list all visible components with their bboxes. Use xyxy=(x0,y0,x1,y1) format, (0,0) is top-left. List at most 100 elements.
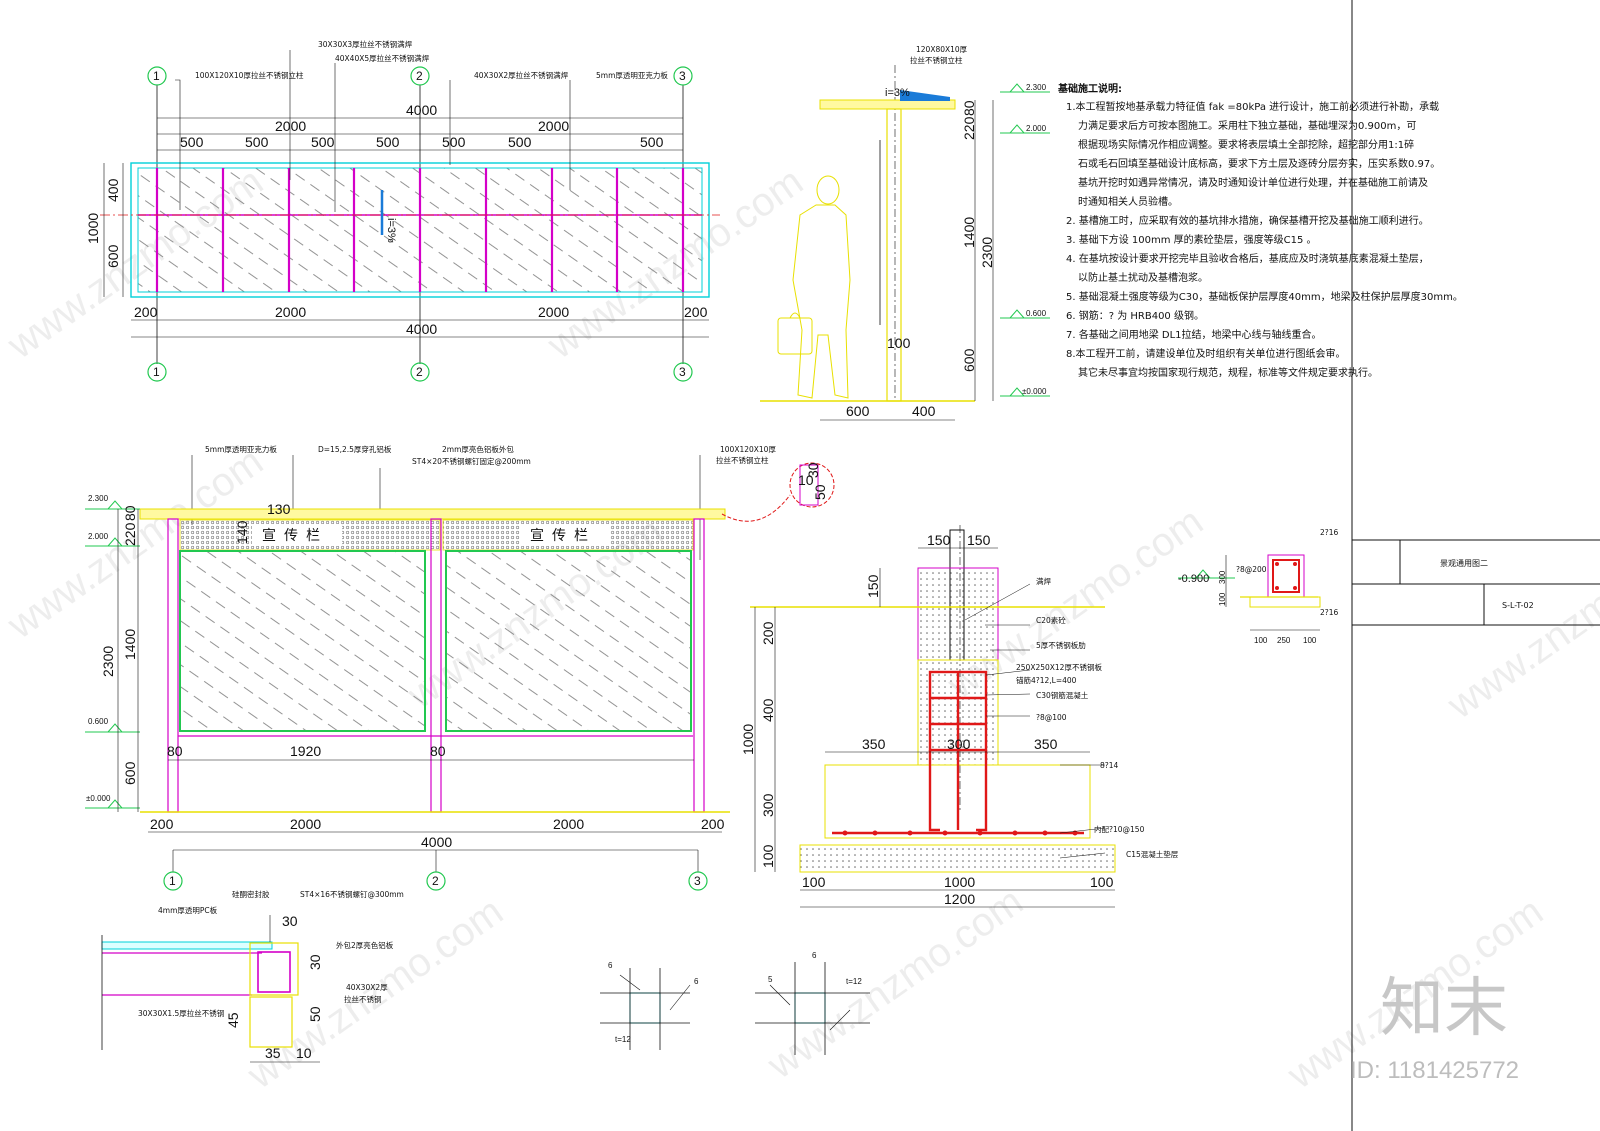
dim-total: 4000 xyxy=(406,321,437,337)
note-line: 其它未尽事宜均按国家现行规范，规程，标准等文件规定要求执行。 xyxy=(1078,366,1378,379)
dim: 150 xyxy=(865,574,881,598)
person-figure xyxy=(777,175,851,399)
slope-label: i=3% xyxy=(385,218,397,243)
dim: 350 xyxy=(862,736,886,752)
dim: 1000 xyxy=(740,724,756,755)
dim: 2000 xyxy=(553,816,584,832)
dim: 30 xyxy=(282,913,298,929)
elev-label: 5mm厚透明亚克力板 xyxy=(205,444,277,454)
dim: 100 xyxy=(802,874,826,890)
note-line: 8.本工程开工前，请建设单位及时组织有关单位进行图纸会审。 xyxy=(1066,347,1346,360)
weld-detail-b: 6 5 t=12 xyxy=(755,951,870,1055)
dim: 100 xyxy=(887,335,911,351)
dim: 80 xyxy=(167,743,183,759)
elev-label: 拉丝不锈钢立柱 xyxy=(716,455,769,465)
dim: 140 xyxy=(234,520,250,544)
foundation-label: C20素砼 xyxy=(1036,615,1066,625)
dim: 220 xyxy=(122,522,138,546)
dim: 600 xyxy=(961,348,977,372)
dim: 200 xyxy=(701,816,725,832)
weld-size: 6 xyxy=(812,951,817,960)
foundation-label: 250X250X12厚不锈钢板 xyxy=(1016,662,1102,672)
plan-view: 1 2 3 1 2 3 i=3% xyxy=(85,39,720,382)
dim: 130 xyxy=(267,501,291,517)
foundation-label: C15混凝土垫层 xyxy=(1126,849,1179,859)
note-line: 1.本工程暂按地基承载力特征值 fak =80kPa 进行设计，施工前必须进行补… xyxy=(1066,100,1439,113)
title-block: 景观通用图二 S-L-T-02 知末 ID: 1181425772 xyxy=(1350,0,1600,1131)
grid-label: 2 xyxy=(416,69,423,83)
detail-label: 硅酮密封胶 xyxy=(232,889,270,899)
level-mark: 2.000 xyxy=(1026,124,1047,133)
grid-label: 2 xyxy=(416,365,423,379)
detail-label: 4mm厚透明PC板 xyxy=(158,905,218,915)
level-mark: 2.300 xyxy=(1026,83,1047,92)
weld-detail-a: 6 6 t=12 xyxy=(600,961,699,1050)
dim: 350 xyxy=(1034,736,1058,752)
dim: 600 xyxy=(846,403,870,419)
elev-label: 100X120X10厚 xyxy=(720,445,776,454)
dim: 35 xyxy=(265,1045,281,1061)
dim: 2000 xyxy=(275,118,306,134)
foundation-label: 满焊 xyxy=(1036,576,1052,586)
dim: 80 xyxy=(122,505,138,521)
side-section: 120X80X10厚 拉丝不锈钢立柱 i=3% 2.300 2.000 0.60… xyxy=(760,45,1050,421)
dim: 2300 xyxy=(100,646,116,677)
dim: 150 xyxy=(967,532,991,548)
level-mark: ±0.000 xyxy=(86,794,111,803)
dim: 2000 xyxy=(275,304,306,320)
note-line: 根据现场实际情况作相应调整。要求将表层填土全部挖除，超挖部分用1:1碎 xyxy=(1078,138,1414,151)
beam-label: 2?16 xyxy=(1320,528,1339,537)
side-label: 120X80X10厚 xyxy=(916,45,968,54)
grid-label: 1 xyxy=(169,874,176,888)
dim: 1400 xyxy=(961,217,977,248)
dim-total: 1200 xyxy=(944,891,975,907)
ground-beam-section: -0.900 2?16 ?8@200 2?16 300 100 100 250 … xyxy=(1178,528,1339,645)
foundation-label: 8?14 xyxy=(1100,761,1119,770)
note-line: 基坑开挖时如遇异常情况，请及时通知设计单位进行处理，并在基础施工前请及 xyxy=(1078,176,1428,189)
edge-detail: 硅酮密封胶 ST4×16不锈钢螺钉@300mm 4mm厚透明PC板 外包2厚亮色… xyxy=(101,889,404,1063)
elev-label: D=15,2.5厚穿孔铝板 xyxy=(318,444,392,454)
plate-thickness: t=12 xyxy=(615,1035,631,1044)
dim: 500 xyxy=(640,134,664,150)
note-line: 以防止基土扰动及基槽泡浆。 xyxy=(1078,271,1208,284)
dim: 250 xyxy=(1277,636,1291,645)
note-line: 5. 基础混凝土强度等级为C30，基础板保护层厚度40mm，地梁及柱保护层厚度3… xyxy=(1066,290,1463,303)
dim: 500 xyxy=(311,134,335,150)
note-line: 力满足要求后方可按本图施工。采用柱下独立基础，基础埋深为0.900m，可 xyxy=(1078,119,1416,132)
foundation-label: 锚筋4?12,L=400 xyxy=(1016,675,1077,685)
grid-label: 2 xyxy=(432,874,439,888)
plan-label: 100X120X10厚拉丝不锈钢立柱 xyxy=(195,70,304,80)
plan-label: 40X40X5厚拉丝不锈钢满焊 xyxy=(335,53,430,63)
dim: 45 xyxy=(225,1012,241,1028)
dim: 80 xyxy=(961,100,977,116)
dim: 400 xyxy=(912,403,936,419)
dim: 150 xyxy=(927,532,951,548)
dim: 100 xyxy=(1303,636,1317,645)
dim: 30 xyxy=(805,462,821,478)
board-title: 宣传栏 xyxy=(262,528,328,544)
dim: 1920 xyxy=(290,743,321,759)
dim: 200 xyxy=(684,304,708,320)
dim: 300 xyxy=(1218,570,1227,584)
dim: 100 xyxy=(1090,874,1114,890)
dim: 100 xyxy=(1254,636,1268,645)
dim: 200 xyxy=(150,816,174,832)
dim-total: 4000 xyxy=(406,102,437,118)
dim: 400 xyxy=(760,698,776,722)
dim: 2000 xyxy=(290,816,321,832)
dim: 50 xyxy=(812,484,828,500)
dim: 500 xyxy=(180,134,204,150)
detail-label: 拉丝不锈钢 xyxy=(344,994,382,1004)
elev-label: ST4×20不锈钢螺钉固定@200mm xyxy=(412,456,531,466)
detail-label: 外包2厚亮色铝板 xyxy=(336,940,394,950)
plate-thickness: t=12 xyxy=(846,977,862,986)
grid-label: 1 xyxy=(153,365,160,379)
foundation-label: 内配?10@150 xyxy=(1094,824,1145,834)
board-title: 宣传栏 xyxy=(530,528,596,544)
dim: 300 xyxy=(760,793,776,817)
note-line: 2. 基槽施工时，应采取有效的基坑排水措施，确保基槽开挖及基础施工顺利进行。 xyxy=(1066,214,1429,227)
watermark-text: www.znzmo.com xyxy=(239,889,511,1098)
note-line: 时通知相关人员验槽。 xyxy=(1078,195,1178,208)
watermark-text: www.znzmo.com xyxy=(759,879,1031,1088)
beam-label: ?8@200 xyxy=(1236,565,1267,574)
